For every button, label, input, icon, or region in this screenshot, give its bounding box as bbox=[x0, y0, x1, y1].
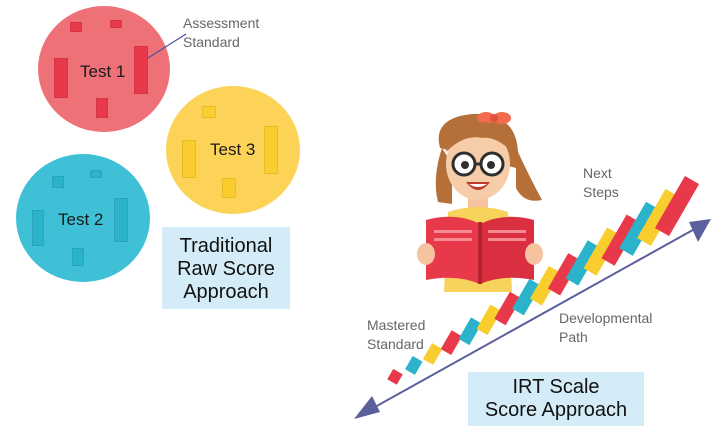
scale-bar bbox=[405, 355, 423, 375]
scale-bar bbox=[583, 227, 621, 276]
test-2-block bbox=[114, 198, 128, 242]
developmental-path-axis bbox=[365, 225, 701, 413]
scale-bar bbox=[440, 330, 463, 356]
test-3-label: Test 3 bbox=[210, 140, 256, 159]
scale-bar bbox=[458, 317, 482, 346]
irt-approach-box: IRT Scale Score Approach bbox=[468, 372, 644, 426]
scale-bar bbox=[654, 175, 700, 237]
axis-arrowhead-upper bbox=[689, 219, 711, 242]
test-2-block bbox=[90, 170, 102, 178]
test-1-label: Test 1 bbox=[80, 62, 126, 81]
developmental-path-label: Developmental Path bbox=[559, 310, 653, 345]
test-3-block bbox=[202, 106, 216, 118]
test-2-label: Test 2 bbox=[58, 210, 104, 229]
scale-bar bbox=[637, 188, 680, 246]
mastered-standard-label: Mastered Standard bbox=[367, 317, 426, 352]
test-3-block bbox=[264, 126, 278, 174]
scale-bar bbox=[530, 265, 561, 306]
test-1-block bbox=[54, 58, 68, 98]
test-3-block bbox=[182, 140, 196, 178]
assessment-standard-label: Assessment Standard bbox=[183, 15, 260, 50]
scale-bar bbox=[547, 253, 581, 296]
scale-bars bbox=[387, 175, 700, 385]
axis-arrowhead-lower bbox=[354, 396, 380, 419]
test-3-circle: Test 3 bbox=[166, 86, 300, 214]
scale-bar bbox=[476, 304, 502, 336]
scale-bar bbox=[619, 201, 660, 256]
scale-bar bbox=[387, 368, 403, 385]
test-1-block bbox=[110, 20, 122, 28]
girl-reading-book-icon bbox=[417, 112, 543, 292]
test-1-circle: Test 1 bbox=[38, 6, 170, 132]
traditional-approach-box: Traditional Raw Score Approach bbox=[162, 227, 290, 309]
scale-bar bbox=[494, 291, 522, 326]
test-2-block bbox=[72, 248, 84, 266]
test-1-block bbox=[70, 22, 82, 32]
scale-bar bbox=[422, 343, 443, 365]
test-1-block bbox=[134, 46, 148, 94]
next-steps-label: Next Steps bbox=[583, 165, 619, 200]
test-3-block bbox=[222, 178, 236, 198]
test-2-circle: Test 2 bbox=[16, 154, 150, 282]
test-1-block bbox=[96, 98, 108, 118]
scale-bar bbox=[601, 214, 640, 266]
test-2-block bbox=[32, 210, 44, 246]
scale-bar bbox=[565, 240, 601, 286]
test-2-block bbox=[52, 176, 64, 188]
scale-bar bbox=[512, 278, 542, 316]
